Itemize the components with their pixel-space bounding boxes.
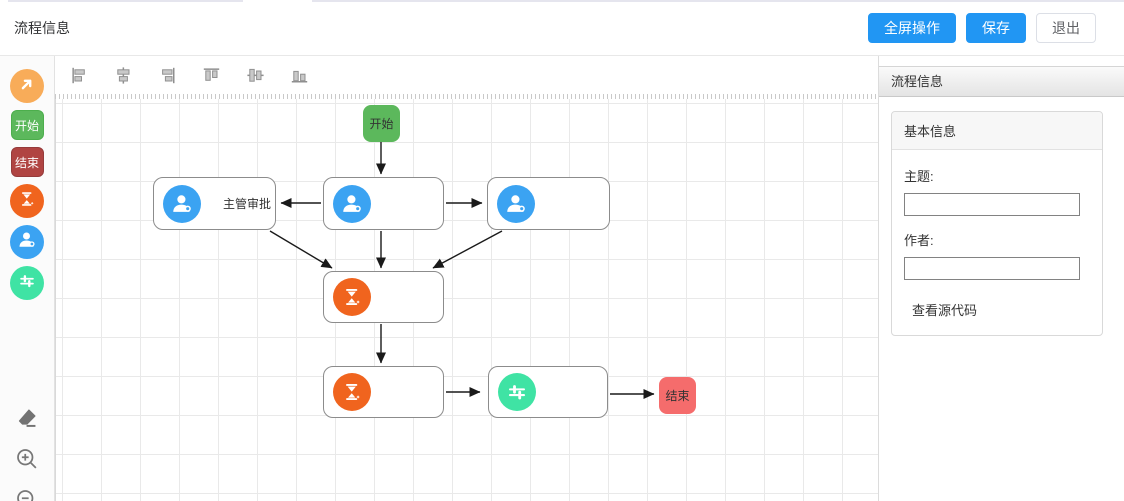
align-middle-vertical-button[interactable] [244, 64, 266, 86]
user-icon [497, 184, 535, 223]
zoom-out-icon [13, 486, 41, 501]
eraser-icon [14, 405, 40, 436]
sliders-icon [16, 270, 38, 297]
flow-node-task-1[interactable] [323, 271, 444, 323]
align-right-icon [161, 67, 174, 83]
align-bottom-icon [291, 70, 307, 82]
align-center-horizontal-button[interactable] [112, 64, 134, 86]
user-icon [333, 184, 371, 223]
start-node-tool[interactable]: 开始 [10, 110, 44, 140]
task-node-tool[interactable] [10, 184, 44, 218]
flow-node-start[interactable]: 开始 [363, 105, 400, 142]
card-title: 基本信息 [892, 112, 1102, 150]
panel-title: 流程信息 [879, 66, 1124, 97]
align-top-icon [203, 67, 219, 81]
arrow-up-right-icon [16, 73, 38, 100]
pointer-tool[interactable] [10, 69, 44, 103]
window-top-border [312, 0, 1124, 2]
flow-node-manager-approval[interactable]: 主管审批 [153, 177, 276, 230]
align-right-button[interactable] [156, 64, 178, 86]
align-top-button[interactable] [200, 64, 222, 86]
author-label: 作者: [904, 233, 934, 248]
properties-panel: 流程信息 基本信息 主题: 作者: 查看源代码 [878, 56, 1124, 501]
flow-node-gateway-1[interactable] [488, 366, 608, 418]
zoom-in-tool[interactable] [10, 444, 44, 478]
page-title: 流程信息 [14, 19, 70, 36]
author-input[interactable] [904, 257, 1080, 280]
flow-edges [269, 142, 655, 399]
zoom-in-icon [13, 445, 41, 478]
view-source-link[interactable]: 查看源代码 [912, 303, 978, 318]
align-left-icon [71, 67, 85, 83]
top-bar: 流程信息 全屏操作 保存 退出 [0, 0, 1124, 56]
fullscreen-button[interactable]: 全屏操作 [868, 12, 956, 43]
exit-button[interactable]: 退出 [1036, 12, 1096, 43]
align-middle-vertical-icon [246, 68, 264, 82]
user-task-tool[interactable] [10, 225, 44, 259]
eraser-tool[interactable] [10, 403, 44, 437]
end-node-tool[interactable]: 结束 [10, 147, 44, 177]
subject-input[interactable] [904, 193, 1080, 216]
flow-canvas[interactable]: 开始 主管审批 [55, 99, 878, 501]
flow-node-user-task-3[interactable] [487, 177, 610, 230]
flow-node-task-2[interactable] [323, 366, 444, 418]
flow-node-user-task-2[interactable] [323, 177, 444, 230]
flow-node-end[interactable]: 结束 [659, 377, 696, 414]
gateway-tool[interactable] [10, 266, 44, 300]
align-left-button[interactable] [68, 64, 90, 86]
user-icon [15, 228, 39, 257]
sliders-icon [498, 373, 536, 411]
node-label: 主管审批 [223, 197, 272, 211]
node-palette: 开始 结束 [0, 56, 55, 501]
hourglass-icon [333, 278, 371, 316]
save-button[interactable]: 保存 [966, 12, 1026, 43]
hourglass-icon [333, 373, 371, 411]
align-toolbar [55, 56, 878, 94]
basic-info-card: 基本信息 主题: 作者: 查看源代码 [891, 111, 1103, 336]
hourglass-icon [16, 188, 38, 215]
align-center-horizontal-icon [116, 66, 129, 84]
zoom-out-tool[interactable] [10, 485, 44, 501]
canvas-area: 开始 主管审批 [55, 56, 878, 501]
canvas-ruler [55, 94, 878, 99]
align-bottom-button[interactable] [288, 64, 310, 86]
window-top-border [8, 0, 243, 2]
user-icon [163, 184, 201, 223]
subject-label: 主题: [904, 169, 934, 184]
